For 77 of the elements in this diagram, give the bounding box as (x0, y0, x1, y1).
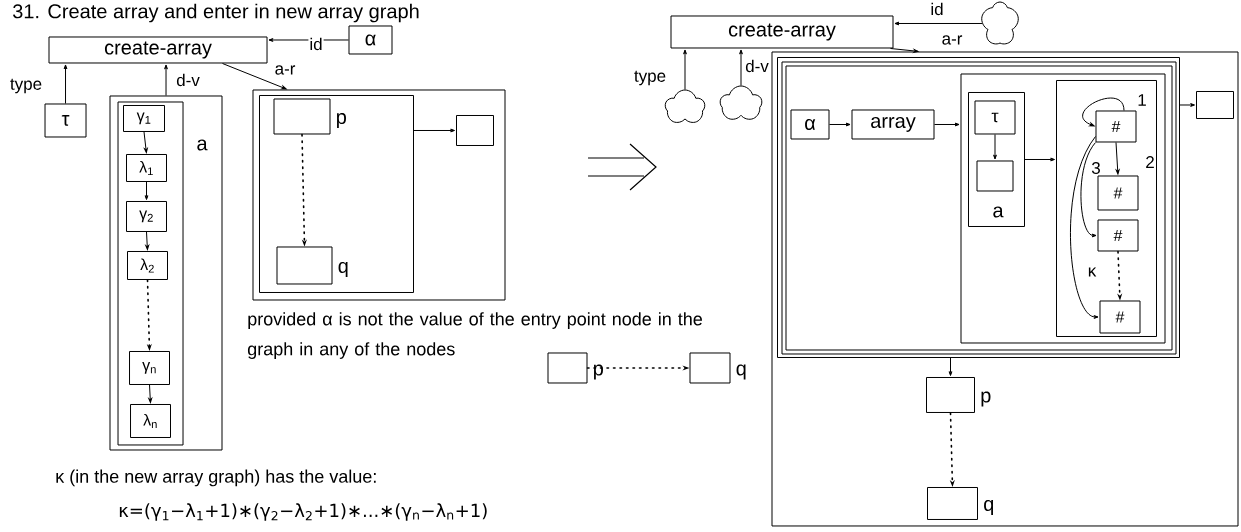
arrow (222, 63, 287, 90)
graph-node-box: q (927, 487, 994, 520)
edge-label: type (8, 77, 44, 95)
arrow (63, 64, 68, 104)
arrow (164, 64, 168, 96)
arrow (1179, 103, 1195, 107)
arrow (934, 122, 960, 127)
arrow (948, 357, 953, 376)
edge-label: 3 (1090, 160, 1102, 175)
node-label: q (984, 500, 994, 515)
arrow (143, 131, 148, 153)
graph-frame (259, 95, 414, 293)
value-box: array (851, 109, 935, 140)
value-box: τ (44, 103, 87, 138)
node-label: q (736, 364, 746, 380)
element-box: λ$_{1}$ (126, 154, 167, 182)
function-box: create-array (670, 15, 894, 49)
note-text: κ (in the new array graph) has the value: (56, 469, 376, 487)
edge-label: a-r (273, 64, 297, 76)
graph-frame (960, 73, 1166, 344)
graph-frame (1056, 80, 1157, 337)
node-label: p (981, 391, 991, 407)
edge-label: d-v (175, 72, 201, 88)
arrow (1070, 136, 1099, 319)
node-label: q (338, 262, 348, 277)
element-box: γ$_{1}$ (123, 105, 165, 132)
cloud-shape (719, 85, 763, 120)
edge-label: κ (1086, 266, 1098, 278)
element-box: γ$_{2}$ (126, 201, 167, 232)
element-box: γ$_{n}$ (129, 351, 170, 385)
edge-label: 1 (1136, 93, 1148, 107)
arrow (1024, 157, 1055, 162)
element-box: # (1099, 300, 1141, 334)
arrow (1115, 142, 1120, 175)
arrow (829, 122, 851, 127)
arrow (145, 231, 150, 250)
element-box: τ (974, 100, 1016, 135)
edge-label: type (632, 69, 668, 87)
edge-label: id (308, 36, 324, 52)
element-box: # (1095, 110, 1137, 143)
edge-label: d-v (744, 58, 770, 74)
edge-label: id (929, 1, 945, 17)
arrow (268, 38, 349, 42)
node-label: p (594, 364, 603, 380)
arrow (993, 134, 997, 160)
arrow (739, 49, 743, 86)
element-box: λ$_{n}$ (130, 404, 171, 438)
loop-arrow (1082, 97, 1125, 127)
element-box: # (1097, 219, 1139, 252)
arrow (894, 21, 983, 26)
graph-node-box: p (273, 98, 346, 135)
graph-frame (771, 51, 1239, 527)
arrow (144, 181, 149, 200)
graph-node-box (976, 160, 1014, 192)
graph-frame (252, 89, 506, 301)
graph-node-box: q (276, 246, 348, 285)
arrow (413, 128, 455, 133)
arrow (890, 48, 919, 53)
graph-node-box (456, 115, 494, 146)
node-label: p (337, 113, 346, 128)
value-box: α (348, 25, 393, 55)
value-box: α (790, 109, 830, 140)
graph-node-box: p (926, 377, 991, 413)
cloud-shape (664, 89, 706, 123)
element-box: # (1097, 175, 1139, 211)
arrow (148, 384, 153, 403)
element-box: λ$_{2}$ (127, 251, 168, 280)
cloud-shape (981, 1, 1019, 45)
arrow (683, 49, 687, 90)
arrow (1080, 142, 1097, 238)
graph-frame (777, 57, 1180, 358)
edge-label: a-r (940, 34, 964, 46)
edge-label: 2 (1144, 155, 1156, 169)
title: 31. Create array and enter in new array graph (13, 3, 419, 23)
formula-text: κ=(γ$_{1}$−λ$_{1}$+1)∗(γ$_{2}$−λ$_{2}$+1)∗...∗(γ$_{n}$−λ$_{n}$+1) (119, 503, 487, 521)
function-box: create-array (48, 36, 268, 64)
graph-node-box (1196, 91, 1234, 119)
